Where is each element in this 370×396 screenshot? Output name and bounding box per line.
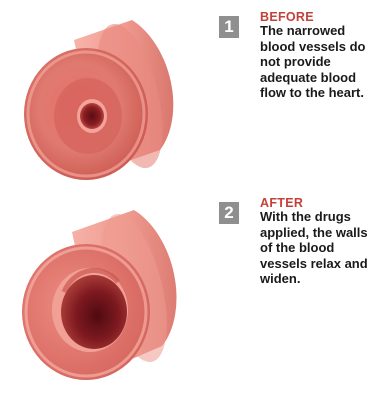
step-number-badge: 2 xyxy=(219,202,239,224)
widened-vessel-illustration xyxy=(14,196,190,396)
step-number-badge: 1 xyxy=(219,16,239,38)
step-description: With the drugs applied, the walls of the… xyxy=(260,209,370,287)
narrowed-vessel-illustration xyxy=(14,10,190,186)
step-description: The narrowed blood vessels do not provid… xyxy=(260,23,370,101)
step-heading: AFTER xyxy=(260,196,303,210)
step-heading: BEFORE xyxy=(260,10,314,24)
